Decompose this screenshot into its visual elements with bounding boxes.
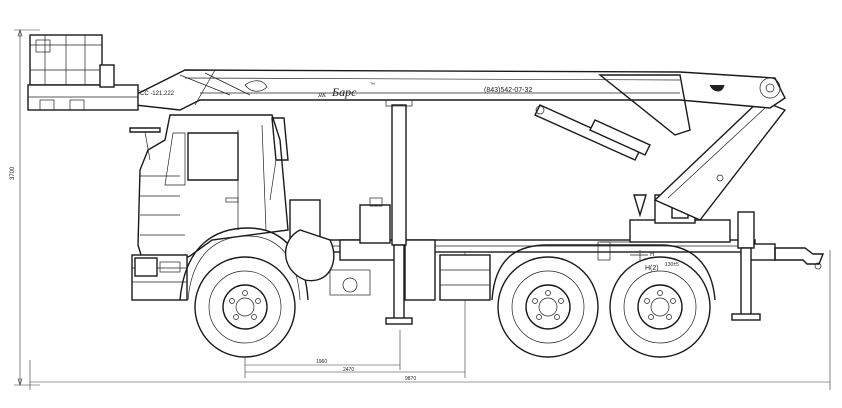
dim-length-label: 9870 [405, 376, 416, 382]
hydraulic-cylinder [534, 104, 651, 161]
tolerance-label: 130±5 [665, 262, 679, 268]
dim-1960-label: 1960 [316, 359, 327, 365]
hydraulic-equipment [284, 197, 491, 301]
rear-outrigger [731, 211, 761, 321]
platform-height-label: H(2) [645, 265, 659, 272]
rear-wheel-2 [609, 256, 711, 358]
boom-upper-arm: ГСС -121.222 ЯК Барс ™ (843)542-07-32 [134, 69, 786, 136]
boom-lower-arm [653, 99, 787, 221]
dim-height-label: 3700 [10, 166, 16, 180]
work-basket [27, 34, 139, 111]
rear-fender [491, 244, 716, 301]
dimension-length: 9870 [29, 250, 831, 390]
trademark: ™ [370, 82, 375, 88]
dimension-height: 3700 [10, 29, 40, 386]
brand-prefix: ЯК [317, 93, 327, 99]
rear-wheel-1 [497, 256, 599, 358]
front-wheel [194, 256, 296, 358]
dim-2470-label: 2470 [343, 367, 354, 373]
phone-number: (843)542-07-32 [484, 87, 532, 94]
brand-name: Барс [331, 85, 357, 99]
model-code: ГСС -121.222 [137, 91, 175, 97]
frame-label-h: H [650, 252, 654, 258]
front-outrigger [385, 99, 413, 325]
truck-cab [129, 114, 289, 301]
